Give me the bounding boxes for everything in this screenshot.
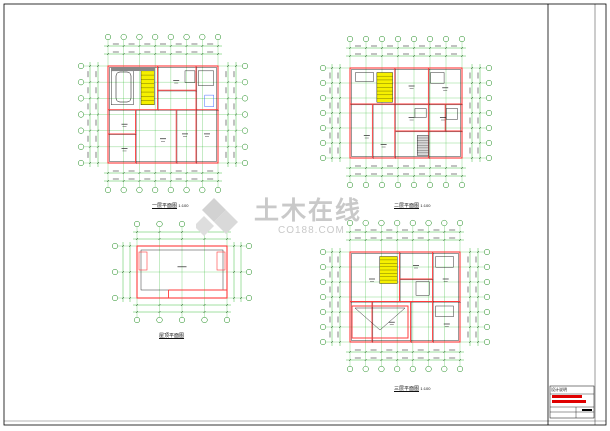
roof-drawing xyxy=(111,220,253,324)
watermark: 土木在线 CO188.COM xyxy=(196,196,396,241)
sheet-border xyxy=(3,3,607,426)
plan3-title: 三层平面图 1:100 xyxy=(394,386,431,392)
title-block-label: 设计说明 xyxy=(551,387,567,392)
plan1-drawing xyxy=(77,33,249,194)
plans-layer xyxy=(77,33,493,373)
plan2-title: 二层平面图 1:100 xyxy=(394,203,431,209)
watermark-en-text: CO188.COM xyxy=(278,225,345,236)
watermark-cn-text: 土木在线 xyxy=(254,197,363,225)
plan3-drawing xyxy=(319,219,491,373)
plan1-title: 一层平面图 1:100 xyxy=(152,203,189,209)
watermark-logo-icon xyxy=(196,198,238,236)
roof-title: 屋顶平面图 xyxy=(159,333,185,339)
plan2-drawing xyxy=(319,35,493,189)
title-block xyxy=(549,385,595,419)
